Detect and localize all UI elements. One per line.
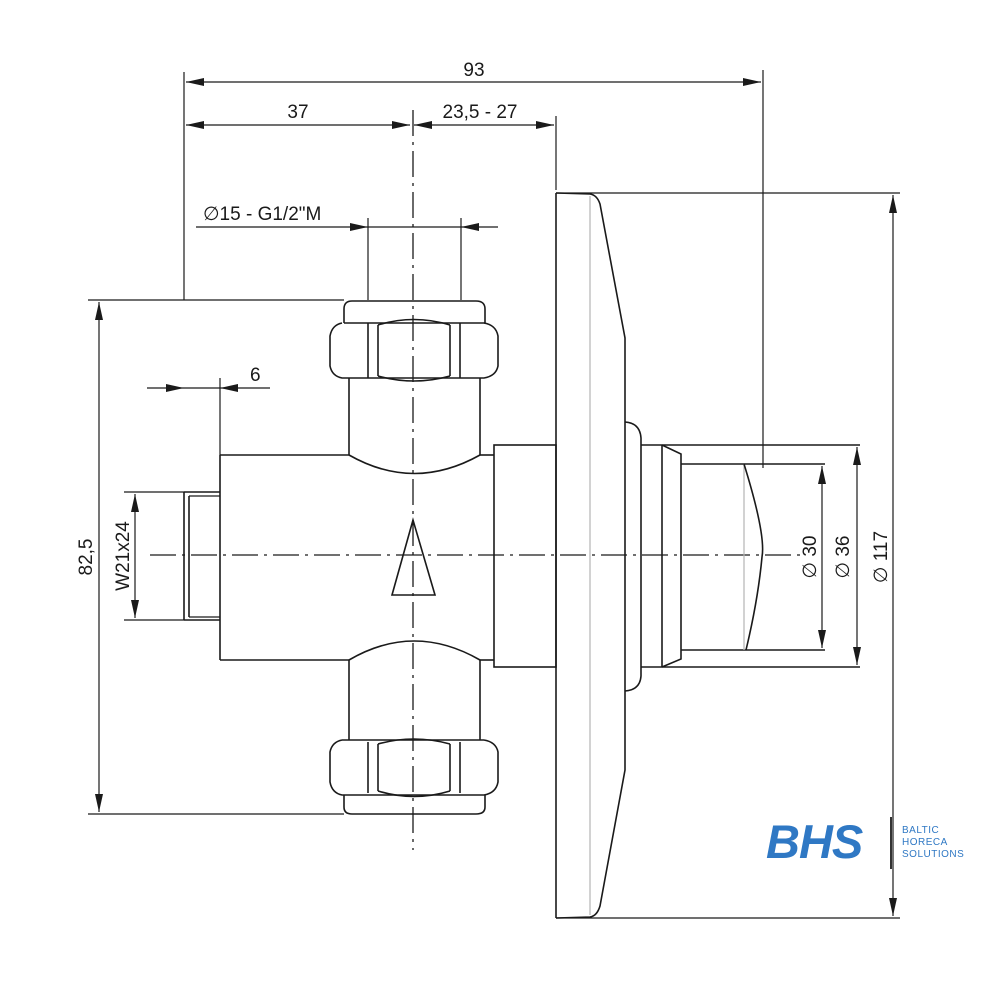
dim-label-pipe: ∅15 - G1/2"M bbox=[203, 204, 321, 225]
logo-line-3: SOLUTIONS bbox=[902, 849, 965, 860]
logo-tagline: BALTIC HORECA SOLUTIONS bbox=[902, 825, 964, 861]
logo-line-1: BALTIC bbox=[902, 825, 940, 836]
dim-label-6: 6 bbox=[250, 365, 261, 386]
logo-mark: BHS bbox=[766, 815, 863, 868]
top-nut bbox=[329, 300, 499, 382]
flow-arrow-icon bbox=[390, 517, 437, 596]
logo-divider bbox=[890, 817, 892, 869]
lower-pipe-neck bbox=[348, 640, 481, 740]
dimension-outlet-thread: W21x24 bbox=[113, 491, 184, 621]
dim-label-37: 37 bbox=[287, 102, 308, 123]
dim-label-82-5: 82,5 bbox=[76, 539, 97, 576]
dimension-wall-depth: 23,5 - 27 bbox=[414, 102, 557, 190]
dim-label-w21x24: W21x24 bbox=[113, 521, 134, 591]
bottom-nut bbox=[329, 738, 499, 815]
upper-pipe-neck bbox=[348, 378, 481, 475]
logo-line-2: HORECA bbox=[902, 837, 948, 848]
dimension-flange-diameter: ∅ 117 bbox=[871, 195, 897, 916]
push-button-assembly bbox=[624, 421, 860, 692]
bhs-logo: BHS BALTIC HORECA SOLUTIONS bbox=[766, 815, 986, 869]
dim-label-93: 93 bbox=[463, 60, 484, 81]
dim-label-d30: ∅ 30 bbox=[800, 536, 821, 579]
valve-body bbox=[219, 454, 494, 661]
dimension-button-diameter: ∅ 30 bbox=[800, 466, 826, 648]
wall-flange bbox=[555, 192, 900, 919]
dimension-body-height: 82,5 bbox=[76, 299, 344, 815]
dim-label-23-5-27: 23,5 - 27 bbox=[443, 102, 518, 123]
dimension-collar-diameter: ∅ 36 bbox=[833, 447, 861, 665]
dim-label-d117: ∅ 117 bbox=[871, 531, 892, 583]
dim-label-d36: ∅ 36 bbox=[833, 536, 854, 579]
dimension-pipe-connection: ∅15 - G1/2"M bbox=[196, 204, 498, 300]
dimension-overall-length: 93 bbox=[183, 60, 764, 468]
outlet-thread bbox=[183, 491, 220, 621]
valve-cylinder bbox=[493, 444, 557, 668]
dimension-inlet-offset: 37 bbox=[186, 102, 410, 129]
dimension-thread-length: 6 bbox=[147, 365, 270, 455]
